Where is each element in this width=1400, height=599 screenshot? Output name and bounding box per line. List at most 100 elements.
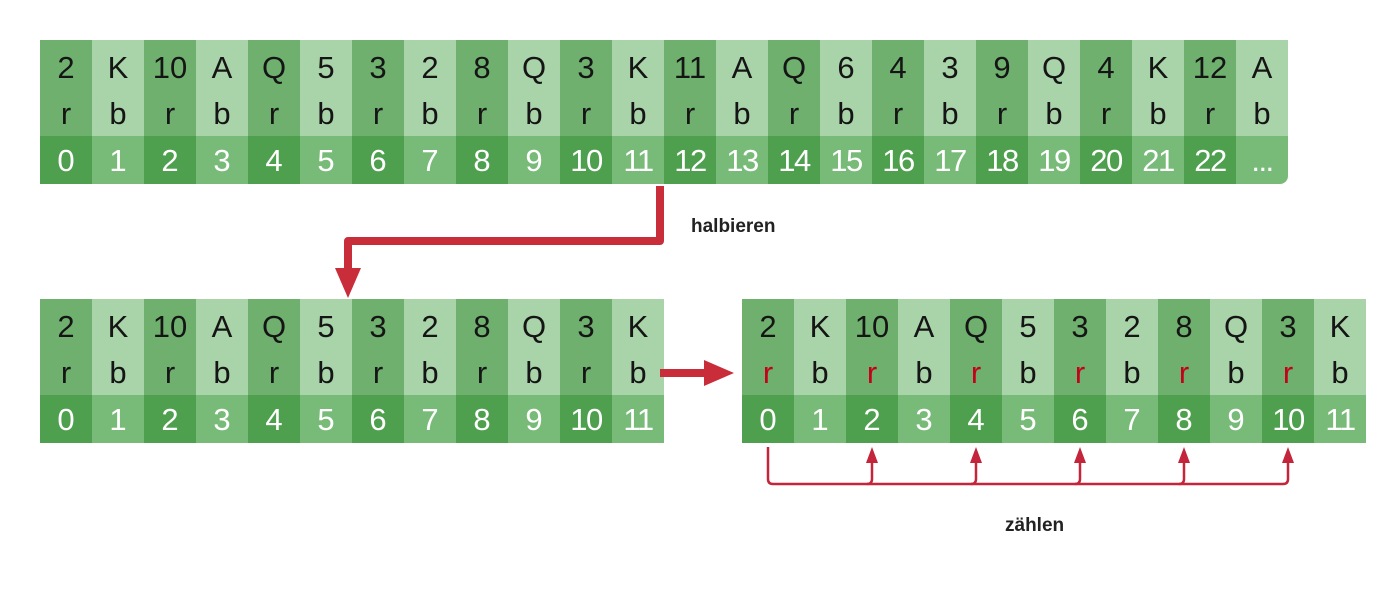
cell-upper	[248, 299, 300, 395]
card-index: 7	[421, 143, 439, 178]
cell-index-band	[352, 395, 404, 443]
cell-upper	[196, 299, 248, 395]
card-index: 6	[1071, 402, 1089, 437]
cell-index-band	[1314, 395, 1366, 443]
cell-index-band	[300, 395, 352, 443]
card-color: r	[892, 96, 904, 131]
cell-upper	[40, 299, 92, 395]
card-index: 9	[525, 402, 543, 437]
card-index: 19	[1038, 143, 1071, 178]
cell-upper	[924, 40, 976, 136]
card-color: b	[213, 96, 231, 131]
cell-upper	[976, 40, 1028, 136]
card-value: 10	[854, 309, 890, 344]
cell-upper	[1002, 299, 1054, 395]
cell-index-band	[1132, 136, 1184, 184]
cell-upper	[820, 40, 872, 136]
cell-index-band	[794, 395, 846, 443]
cell-upper	[1314, 299, 1366, 395]
card-color: b	[421, 355, 439, 390]
cell-index-band	[612, 395, 664, 443]
card-color: r	[372, 355, 384, 390]
card-color: r	[684, 96, 696, 131]
card-index: 20	[1090, 143, 1123, 178]
cell-index-band	[1080, 136, 1132, 184]
card-value: 9	[993, 50, 1011, 85]
card-index: 6	[369, 143, 387, 178]
bracket-arrowhead	[866, 447, 878, 463]
cell-index-band	[404, 395, 456, 443]
card-index: 12	[674, 143, 707, 178]
cell-upper	[456, 40, 508, 136]
card-color: r	[580, 96, 592, 131]
cell-index-band	[1002, 395, 1054, 443]
card-index: 17	[934, 143, 967, 178]
card-color: b	[837, 96, 855, 131]
card-index: 3	[213, 143, 231, 178]
cell-upper	[300, 299, 352, 395]
card-color: b	[1149, 96, 1167, 131]
card-color: r	[866, 355, 878, 390]
card-color: b	[317, 355, 335, 390]
cell-upper	[1080, 40, 1132, 136]
halve-arrow	[344, 186, 664, 272]
card-index: 2	[863, 402, 881, 437]
bracket-branch	[1074, 461, 1082, 486]
cell-index-band	[352, 136, 404, 184]
card-index: 8	[473, 143, 491, 178]
cell-index-band	[1210, 395, 1262, 443]
card-index: 1	[109, 402, 127, 437]
cell-index-band	[560, 136, 612, 184]
cell-index-band	[976, 136, 1028, 184]
cell-index-band	[40, 136, 92, 184]
card-color: r	[476, 96, 488, 131]
card-value: Q	[1041, 50, 1067, 85]
card-value: Q	[781, 50, 807, 85]
count-label: zählen	[1005, 515, 1065, 536]
card-color: r	[164, 96, 176, 131]
cell-upper	[1028, 40, 1080, 136]
card-value: 3	[1071, 309, 1089, 344]
card-value: 2	[1123, 309, 1141, 344]
bracket-branch	[866, 461, 874, 486]
cell-upper	[92, 40, 144, 136]
cell-index-band	[300, 136, 352, 184]
count-bracket-heads	[866, 447, 1294, 463]
cell-upper	[196, 40, 248, 136]
card-color: b	[629, 96, 647, 131]
cell-index-band	[196, 136, 248, 184]
cell-upper	[950, 299, 1002, 395]
card-value: 12	[1192, 50, 1228, 85]
card-index: 5	[317, 402, 335, 437]
card-value: A	[211, 309, 233, 344]
cell-upper	[846, 299, 898, 395]
card-index: 15	[830, 143, 863, 178]
cell-index-band	[1028, 136, 1080, 184]
cell-index-band	[144, 395, 196, 443]
card-color: r	[1282, 355, 1294, 390]
cell-upper	[300, 40, 352, 136]
cell-index-band	[612, 136, 664, 184]
bracket-arrowhead	[970, 447, 982, 463]
card-color: b	[1331, 355, 1349, 390]
